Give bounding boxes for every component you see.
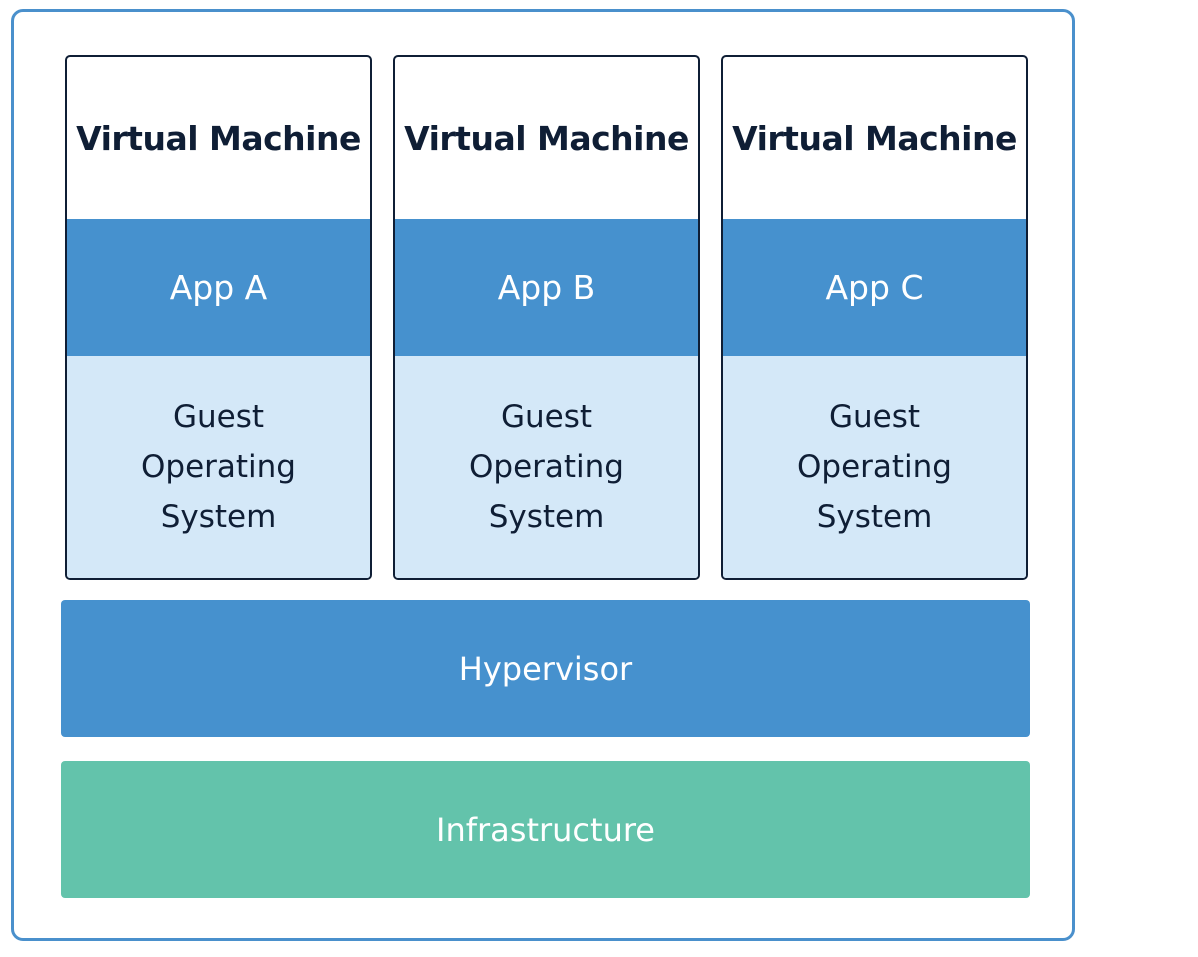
virtual-machine-b: Virtual Machine App B Guest Operating Sy… — [393, 55, 700, 580]
guest-os-label: Guest Operating System — [141, 399, 296, 535]
virtual-machine-c: Virtual Machine App C Guest Operating Sy… — [721, 55, 1028, 580]
guest-os-label: Guest Operating System — [797, 399, 952, 535]
hypervisor-layer: Hypervisor — [61, 600, 1030, 737]
app-c-layer: App C — [723, 219, 1026, 356]
vm-title: Virtual Machine — [404, 118, 689, 158]
virtual-machine-a: Virtual Machine App A Guest Operating Sy… — [65, 55, 372, 580]
guest-os-layer: Guest Operating System — [395, 356, 698, 578]
infrastructure-layer: Infrastructure — [61, 761, 1030, 898]
app-b-layer: App B — [395, 219, 698, 356]
vm-title: Virtual Machine — [76, 118, 361, 158]
vm-title: Virtual Machine — [732, 118, 1017, 158]
guest-os-layer: Guest Operating System — [723, 356, 1026, 578]
app-a-layer: App A — [67, 219, 370, 356]
guest-os-layer: Guest Operating System — [67, 356, 370, 578]
guest-os-label: Guest Operating System — [469, 399, 624, 535]
